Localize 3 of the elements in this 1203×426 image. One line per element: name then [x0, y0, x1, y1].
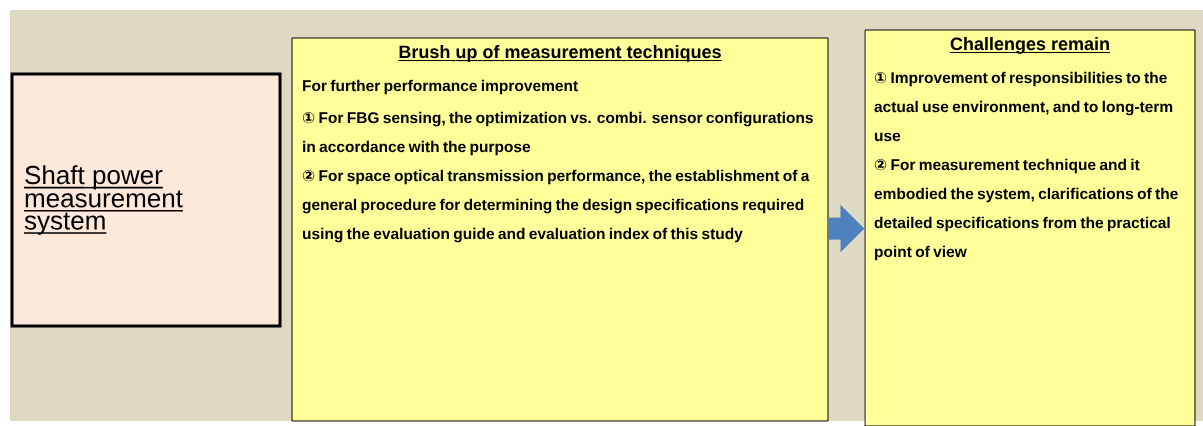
title-box: Shaft power measurement system [10, 72, 282, 328]
text-box: Brush up of measurement techniques For further performance improvement ① For FBG sensing, the optimization vs. combi. sensor configurations in accordance with the purpose ② For space optical transmission performance, the establishment of a general procedure for determining the design specifications required using the evaluation guide and evaluation index of this study [291, 37, 829, 422]
text-box: Challenges remain ① Improvement of responsibilities to the actual use environment, and to long-term use ② For measurement technique and it embodied the system, clarifications of the detailed specifications from the practical point of view [864, 29, 1196, 426]
